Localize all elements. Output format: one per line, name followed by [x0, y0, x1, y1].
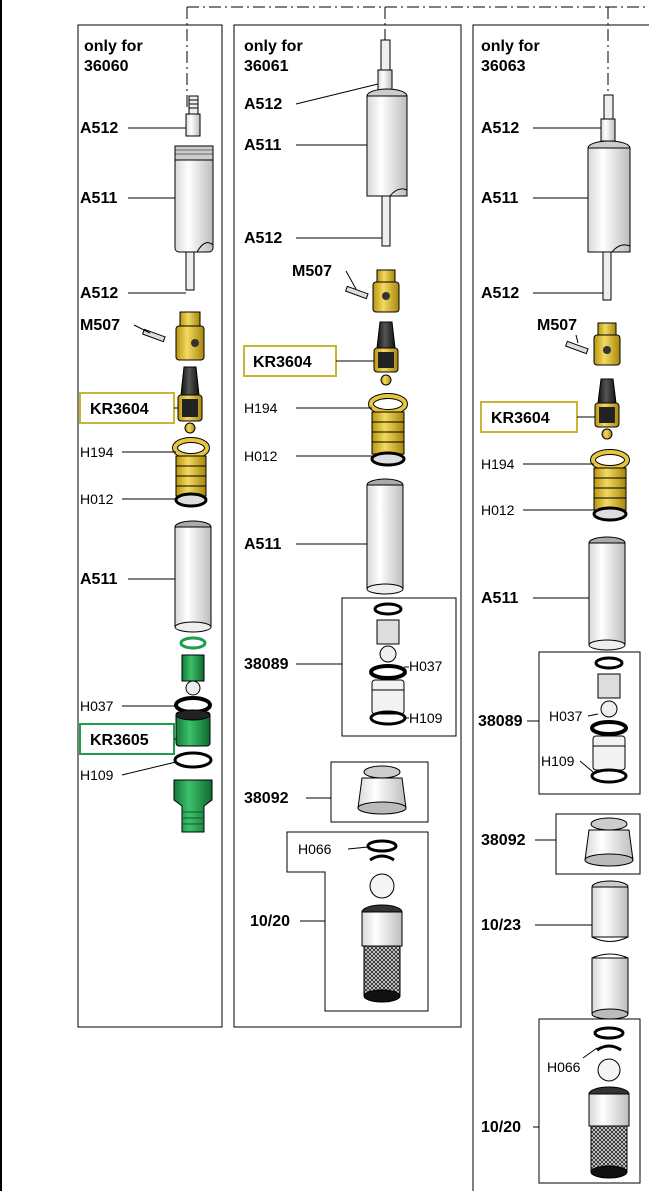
- col1-kr3605-box: [79, 723, 175, 755]
- col3-label-a512-mid: A512: [481, 285, 519, 302]
- col2-label-a511-bottom: A511: [244, 536, 281, 553]
- col2-label-h012: H012: [244, 448, 278, 464]
- col2-label-a511-top: A511: [244, 137, 281, 154]
- col2-label-a512-mid: A512: [244, 230, 282, 247]
- col3-38089-box: [538, 651, 641, 795]
- col1-m507-part: [141, 311, 205, 361]
- col3-label-a511-top: A511: [481, 190, 518, 207]
- col3-38089-part: [590, 656, 628, 784]
- col1-a511-top-part: [174, 145, 214, 291]
- col3-38092-box: [555, 813, 641, 875]
- col1-label-a511-bottom: A511: [80, 571, 117, 588]
- col1-label-a512-top: A512: [80, 120, 118, 137]
- col2-label-h066: H066: [298, 841, 332, 857]
- col1-label-h109: H109: [80, 767, 114, 783]
- col2-header-line2: 36061: [244, 58, 289, 75]
- col3-1023-part: [591, 880, 629, 1020]
- col3-h194-part: [590, 449, 630, 522]
- column-panel-36063: [472, 24, 649, 1191]
- col2-label-h037: H037: [409, 658, 443, 674]
- col3-label-a511-bottom: A511: [481, 590, 518, 607]
- col1-h194-part: [172, 437, 210, 508]
- column-panel-36061: [233, 24, 462, 1028]
- col1-header-line1: only for: [84, 38, 143, 55]
- col2-label-h109: H109: [409, 710, 443, 726]
- col1-a512-top-part: [185, 95, 201, 137]
- col1-label-h194: H194: [80, 444, 114, 460]
- col3-label-kr3604: KR3604: [491, 410, 550, 427]
- col2-kr3604-box: [243, 345, 337, 377]
- col1-kr3604-part: [177, 366, 203, 434]
- col3-label-a512-top: A512: [481, 120, 519, 137]
- col1-label-kr3604: KR3604: [90, 401, 149, 418]
- col1-label-h012: H012: [80, 491, 114, 507]
- col2-label-a512-top: A512: [244, 96, 282, 113]
- col3-a511-bottom-part: [588, 536, 626, 651]
- col1-label-h037: H037: [80, 698, 114, 714]
- col1-kr3605-part: [173, 636, 213, 833]
- col1-label-kr3605: KR3605: [90, 732, 149, 749]
- col3-header-line2: 36063: [481, 58, 526, 75]
- col3-label-1020: 10/20: [481, 1119, 521, 1136]
- col1-label-m507: M507: [80, 317, 120, 334]
- col3-label-m507: M507: [537, 317, 577, 334]
- col2-label-1020: 10/20: [250, 913, 290, 930]
- col2-label-h194: H194: [244, 400, 278, 416]
- col3-1020-part: [588, 1026, 630, 1179]
- col2-1020-part: [361, 839, 403, 1003]
- col3-label-38092: 38092: [481, 832, 526, 849]
- col2-a511-top-part: [366, 88, 408, 247]
- col2-m507-part: [344, 269, 400, 313]
- col3-38092-part: [584, 817, 634, 867]
- col3-a511-top-part: [587, 140, 631, 301]
- column-panel-36060: [77, 24, 223, 1028]
- column-36063: only for 36063 A512 A511 A512 M507: [478, 38, 641, 1184]
- col2-label-m507: M507: [292, 263, 332, 280]
- col3-label-h194: H194: [481, 456, 515, 472]
- col1-label-a511-top: A511: [80, 190, 117, 207]
- col2-38089-box: [341, 597, 457, 737]
- col1-label-a512-mid: A512: [80, 285, 118, 302]
- col3-1020-box: [538, 1018, 641, 1184]
- col3-label-h109: H109: [541, 753, 575, 769]
- col3-kr3604-part: [594, 378, 620, 440]
- col1-header-line2: 36060: [84, 58, 129, 75]
- col1-kr3604-box: [79, 392, 175, 424]
- col2-kr3604-part: [373, 321, 399, 386]
- col2-1020-box: [286, 831, 429, 1012]
- col3-label-h037: H037: [549, 708, 583, 724]
- col2-38092-part: [357, 765, 407, 815]
- col3-header-line1: only for: [481, 38, 540, 55]
- col2-label-38089: 38089: [244, 656, 289, 673]
- column-36060: only for 36060 A512 A511 A512: [79, 38, 214, 833]
- col3-m507-part: [564, 322, 621, 366]
- col2-a511-bottom-part: [366, 478, 404, 595]
- col2-header-line1: only for: [244, 38, 303, 55]
- col3-label-h066: H066: [547, 1059, 581, 1075]
- col3-label-1023: 10/23: [481, 917, 521, 934]
- col2-38092-box: [330, 761, 429, 823]
- col2-label-kr3604: KR3604: [253, 354, 312, 371]
- column-36061: only for 36061 A512 A511 A512 M507: [243, 38, 457, 1012]
- col3-label-h012: H012: [481, 502, 515, 518]
- col2-h194-part: [368, 393, 408, 467]
- col3-a512-top-part: [600, 94, 616, 142]
- col3-label-38089: 38089: [478, 713, 523, 730]
- col2-38089-part: [369, 602, 407, 726]
- col1-a511-bottom-part: [174, 520, 212, 633]
- col2-a512-top-part: [377, 39, 393, 93]
- col2-label-38092: 38092: [244, 790, 289, 807]
